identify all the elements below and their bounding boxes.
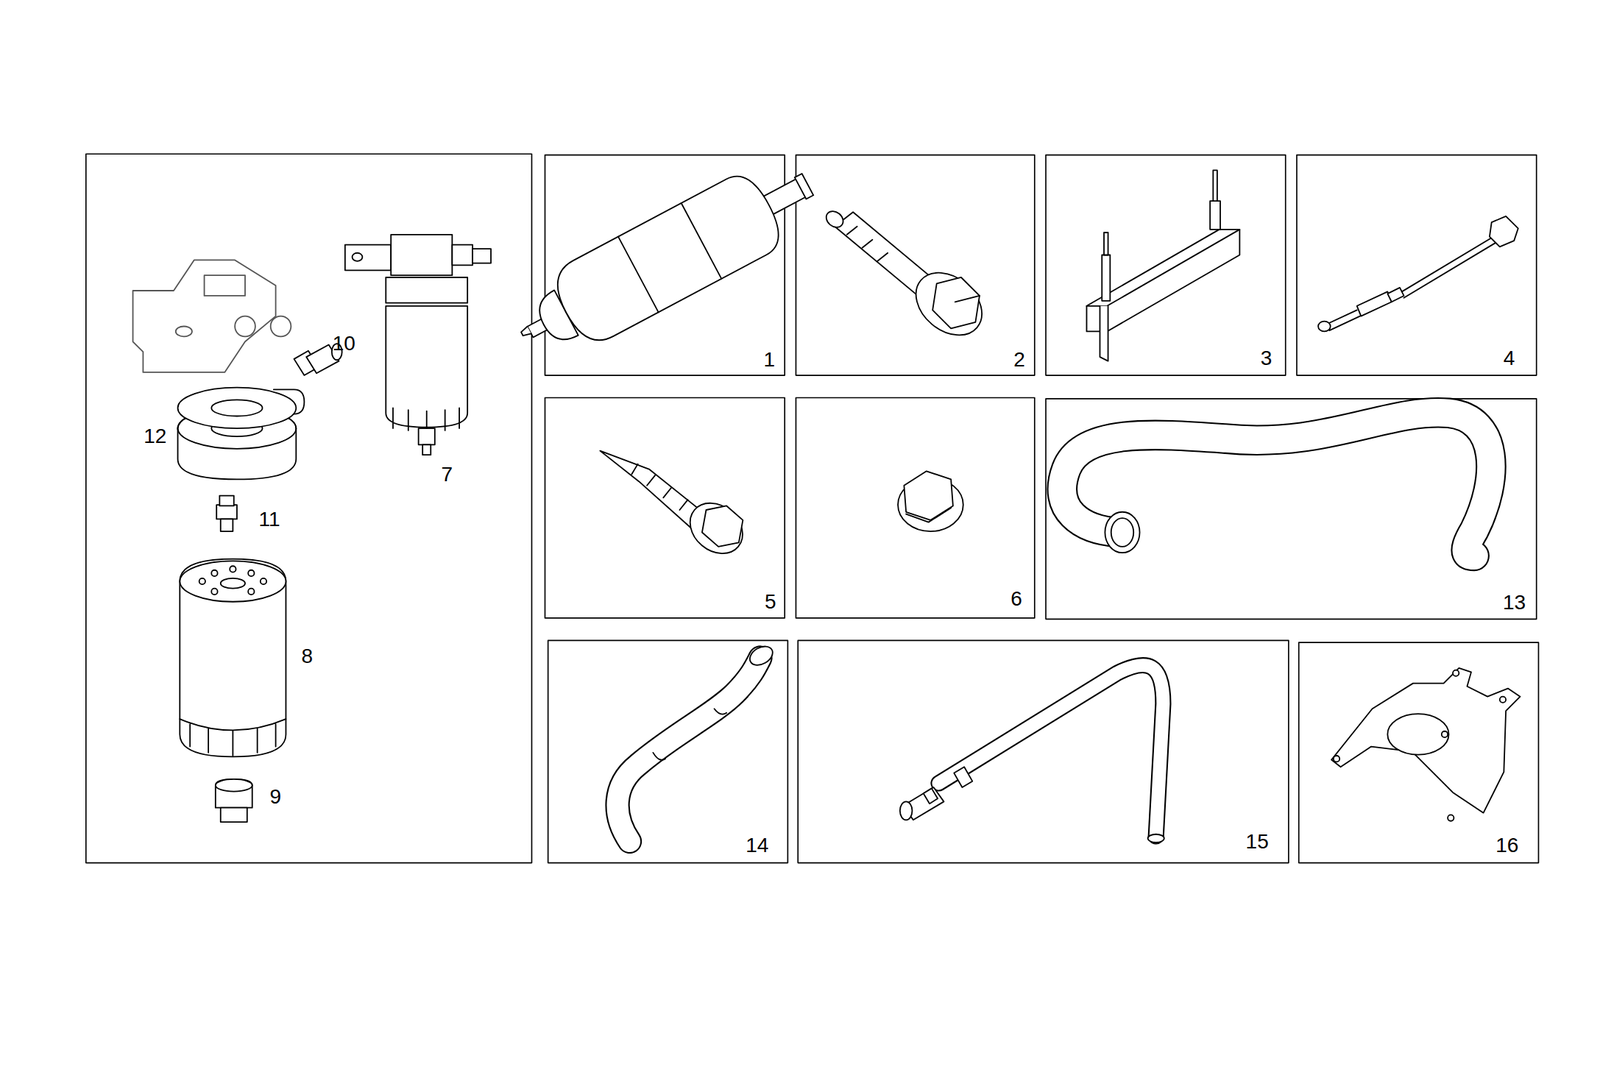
callout-number: 4	[1503, 348, 1516, 369]
callout-number: 11	[258, 509, 280, 530]
callout-number: 7	[440, 464, 453, 486]
callout-number: 6	[1010, 588, 1023, 610]
callout-number: 9	[270, 786, 282, 808]
callout-number: 10	[332, 333, 356, 355]
callout-number: 2	[1013, 349, 1026, 371]
callout-number: 14	[745, 835, 769, 856]
callout-number: 5	[764, 591, 777, 613]
callout-number: 15	[1245, 831, 1269, 853]
callout-number: 12	[143, 426, 167, 447]
callout-number: 16	[1495, 835, 1519, 856]
callout-number: 1	[763, 349, 776, 371]
callout-number: 13	[1502, 592, 1526, 614]
callout-number: 3	[1260, 348, 1273, 369]
callout-number: 8	[301, 646, 314, 667]
panel-frames	[86, 153, 1539, 863]
